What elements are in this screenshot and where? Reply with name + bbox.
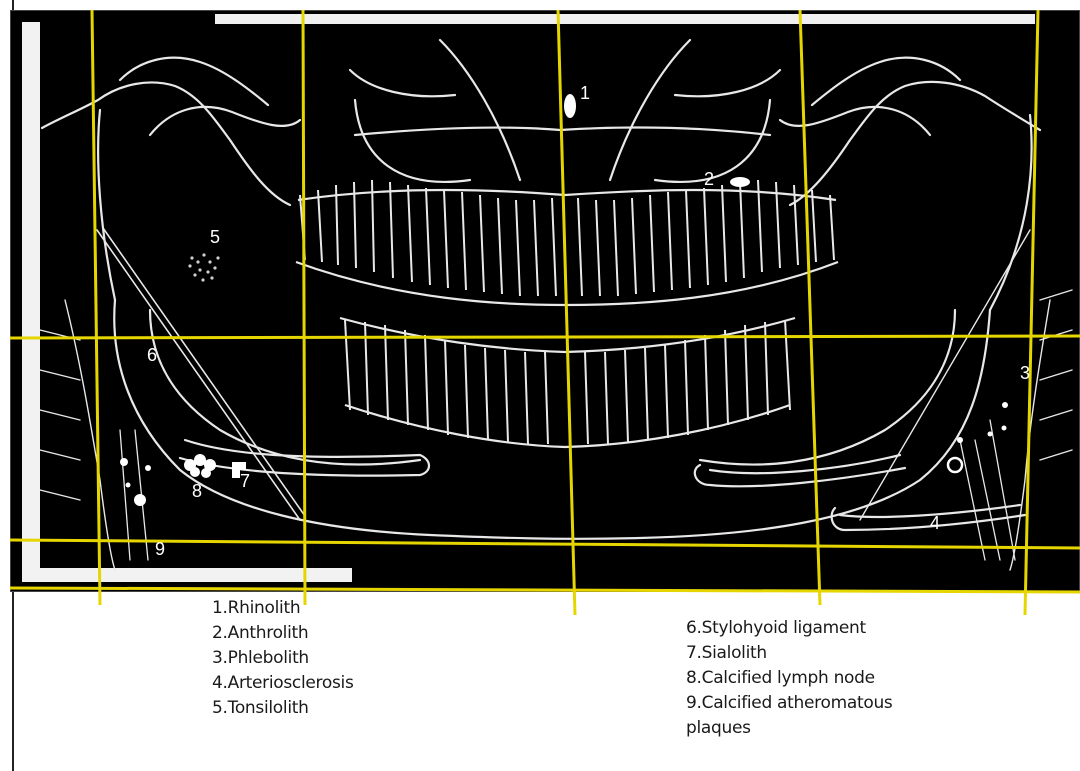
nasal-septum-left: [440, 40, 520, 180]
orbital-rim-left: [350, 70, 455, 96]
left-spine-curve: [65, 300, 115, 570]
grid-lines: [10, 10, 1080, 615]
legend-item-7: 7.Sialolith: [686, 641, 892, 666]
marker-9: 9: [155, 540, 165, 558]
marker-7: 7: [240, 472, 250, 490]
right-stylohyoid-line: [860, 230, 1030, 520]
legend-item-8: 8.Calcified lymph node: [686, 666, 892, 691]
grid-vertical-5: [1025, 10, 1038, 615]
grid-horizontal-2: [10, 540, 1080, 548]
grid-horizontal-1: [10, 336, 1080, 338]
marker-2: 2: [704, 170, 714, 188]
plaque-mark-a: [134, 494, 146, 506]
plaque-mark-c: [145, 465, 151, 471]
phlebolith-mark-b: [988, 432, 993, 437]
plaque-mark-d: [126, 483, 131, 488]
left-zygomatic-arch: [150, 107, 300, 135]
grid-vertical-2: [303, 10, 305, 605]
legend-item-9: 9.Calcified atheromatous: [686, 691, 892, 716]
marker-6: 6: [147, 346, 157, 364]
plaque-mark-b: [120, 458, 128, 466]
legend-right: 6.Stylohyoid ligament 7.Sialolith 8.Calc…: [686, 616, 892, 741]
right-vertebra-lines: [1040, 290, 1072, 460]
legend-item-4: 4.Arteriosclerosis: [212, 671, 354, 696]
phlebolith-mark-c: [1002, 426, 1007, 431]
marker-1: 1: [580, 84, 590, 102]
antrolith-mark: [730, 177, 750, 187]
marker-3: 3: [1020, 364, 1030, 382]
orbital-rim-right: [675, 70, 780, 96]
legend-left: 1.Rhinolith 2.Anthrolith 3.Phlebolith 4.…: [212, 596, 354, 721]
marker-4: 4: [930, 514, 940, 532]
left-skull-outline: [42, 82, 290, 205]
legend-item-2: 2.Anthrolith: [212, 621, 354, 646]
right-hyoid-end: [695, 465, 905, 486]
right-vessel-lines: [960, 420, 1015, 560]
grid-vertical-4: [800, 10, 820, 605]
right-skull-outline: [790, 82, 1040, 205]
nasal-septum-right: [610, 40, 690, 180]
left-stylohyoid-line-a: [97, 230, 300, 520]
right-ramus: [990, 115, 1032, 310]
marker-8: 8: [192, 482, 202, 500]
phlebolith-mark-d: [957, 437, 963, 443]
rhinolith-mark: [564, 94, 576, 118]
left-vertebra-lines: [40, 330, 80, 500]
legend-item-9-continued: plaques: [686, 716, 892, 741]
marker-5: 5: [210, 228, 220, 246]
legend-item-3: 3.Phlebolith: [212, 646, 354, 671]
lymph-node-mark: [184, 454, 216, 478]
maxillary-floor-left: [355, 100, 470, 182]
legend-item-1: 1.Rhinolith: [212, 596, 354, 621]
legend-item-6: 6.Stylohyoid ligament: [686, 616, 892, 641]
phlebolith-mark-a: [1002, 402, 1008, 408]
tonsilolith-mark: [188, 253, 219, 281]
left-ramus: [98, 110, 115, 300]
legend-item-5: 5.Tonsilolith: [212, 696, 354, 721]
grid-horizontal-3: [10, 588, 1080, 592]
arteriosclerosis-ring: [948, 458, 962, 472]
